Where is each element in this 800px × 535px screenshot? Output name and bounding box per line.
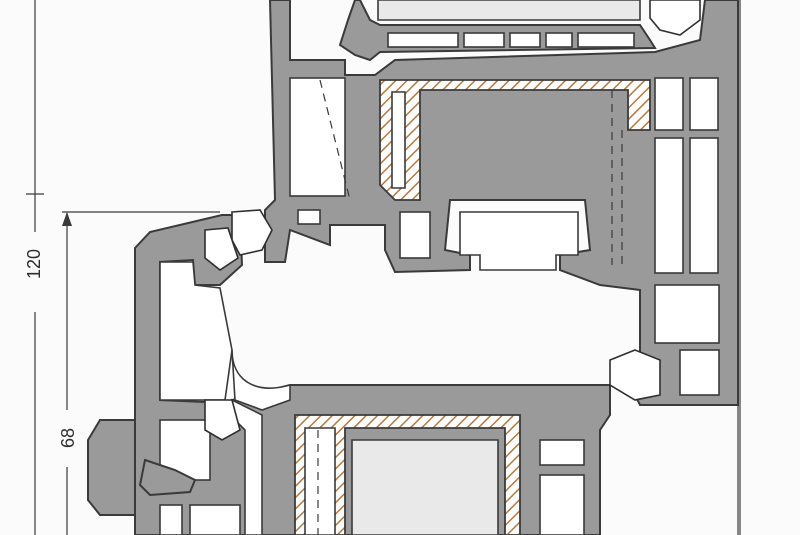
steel-reinforcement-icon-lower — [294, 414, 521, 535]
frame-chamber-r2 — [689, 77, 719, 131]
bead-void-2 — [463, 32, 505, 48]
dimension-label-120: 120 — [24, 249, 44, 279]
frame-chamber-r1 — [654, 77, 684, 131]
frame-chamber-left — [289, 77, 346, 197]
frame-main-channel — [459, 211, 579, 271]
dim-68-arrow-icon — [62, 212, 72, 226]
hardware-cam — [138, 458, 197, 497]
frame-chambers — [289, 77, 720, 396]
sash-curve-void — [231, 349, 291, 411]
gasket-upper-2 — [204, 227, 239, 271]
frame-chamber-r3 — [654, 137, 684, 274]
steel-inner-void — [391, 91, 406, 189]
steel-lower-void — [304, 427, 336, 535]
upper-glass-pane — [377, 0, 641, 21]
frame-chamber-mid — [399, 211, 431, 259]
frame-small-void — [297, 209, 321, 225]
gasket-lower — [204, 399, 241, 441]
gasket-seal-icon — [204, 0, 701, 441]
frame-chamber-r4 — [689, 137, 719, 274]
hardware-block — [87, 419, 136, 516]
sash-chamber-5 — [539, 439, 585, 466]
frame-chamber-r6 — [679, 349, 720, 396]
frame-chamber-r5 — [654, 284, 720, 344]
sash-chamber-6 — [539, 474, 585, 535]
bead-void-4 — [545, 32, 573, 48]
dimension-label-68: 68 — [58, 428, 78, 448]
bead-void-1 — [387, 32, 459, 48]
steel-reinforcement-icon — [379, 79, 651, 201]
dimension-lines — [26, 0, 741, 535]
sash-chambers — [159, 261, 585, 535]
hidden-line-diagonal — [319, 79, 351, 201]
bead-void-5 — [577, 32, 635, 48]
bead-void-3 — [509, 32, 541, 48]
sash-chamber-4 — [189, 504, 241, 535]
gasket-top-right — [649, 0, 701, 36]
lower-glass-pane — [351, 439, 499, 535]
gasket-right — [609, 349, 661, 401]
sash-chamber-3 — [159, 504, 183, 535]
upper-glazing-area — [338, 0, 657, 62]
